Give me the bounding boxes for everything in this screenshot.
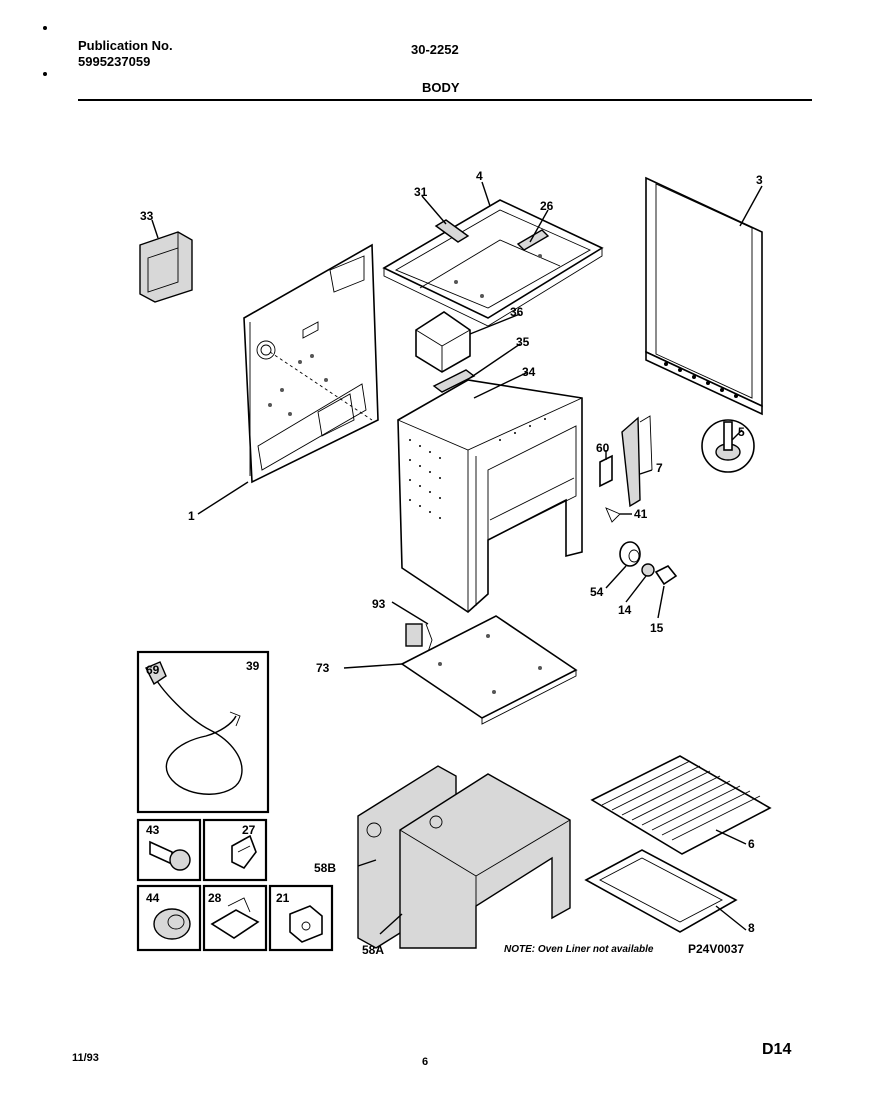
part-6-oven-rack [590,755,772,855]
callout-26: 26 [540,199,554,213]
footer-page: 6 [422,1056,429,1068]
part-73-bottom-plate [400,615,578,725]
section-title: BODY [422,80,460,95]
part-39-power-cord-box [136,650,270,814]
part-8-frame [584,849,738,933]
callout-35: 35 [516,335,530,349]
callout-69: 69 [146,663,160,677]
main-cabinet-body [397,379,583,614]
part-14-washer [641,563,655,577]
callout-14: 14 [618,603,632,617]
part-36-vent-duct [415,311,471,373]
publication-label: Publication No. [78,38,173,53]
callout-73: 73 [316,661,330,675]
callout-58a: 58A [362,943,384,957]
part-3-side-panel [645,176,763,416]
callout-27: 27 [242,823,256,837]
part-28-bracket-box [202,884,268,952]
part-1-back-panel [243,243,379,484]
callout-21: 21 [276,891,290,905]
leader-lines [151,181,763,935]
part-15-knob [654,564,678,586]
part-27-clip-box [202,818,268,882]
callout-44: 44 [146,891,160,905]
callout-4: 4 [476,169,483,183]
part-54-bushing [619,541,641,567]
callout-7: 7 [656,461,663,475]
callout-33: 33 [140,209,154,223]
callout-6: 6 [748,837,755,851]
callout-5: 5 [738,425,745,439]
model-number: 30-2252 [411,42,459,57]
part-5-leveling-leg [701,419,755,473]
part-60-bracket [599,454,613,488]
callout-54: 54 [590,585,604,599]
callout-34: 34 [522,365,536,379]
scan-speck [43,26,47,30]
part-31-clip [434,219,470,243]
part-33-bracket [139,231,193,303]
part-44-bumper-box [136,884,202,952]
footer-date: 11/93 [72,1052,99,1064]
part-93-switch [405,623,433,653]
callout-43: 43 [146,823,160,837]
callout-31: 31 [414,185,428,199]
part-21-block-box [268,884,334,952]
oven-liner-note: NOTE: Oven Liner not available [504,944,654,955]
callout-3: 3 [756,173,763,187]
scan-speck [43,72,47,76]
callout-39: 39 [246,659,260,673]
callout-1: 1 [188,509,195,523]
part-41-clip [605,507,621,523]
callout-labels: 1 3 4 5 6 7 8 14 15 21 26 27 28 31 33 34… [140,169,763,957]
callout-15: 15 [650,621,664,635]
publication-number: 5995237059 [78,54,151,69]
part-43-screw-box [136,818,202,882]
callout-8: 8 [748,921,755,935]
part-4-top-frame [382,199,604,327]
part-58a-liner-body [399,773,571,949]
callout-41: 41 [634,507,648,521]
footer-code: D14 [762,1041,792,1058]
callout-60: 60 [596,441,610,455]
drawing-id: P24V0037 [688,942,745,956]
callout-28: 28 [208,891,222,905]
callout-58b: 58B [314,861,336,875]
part-7-rail [621,415,653,508]
callout-36: 36 [510,305,524,319]
callout-93: 93 [372,597,386,611]
